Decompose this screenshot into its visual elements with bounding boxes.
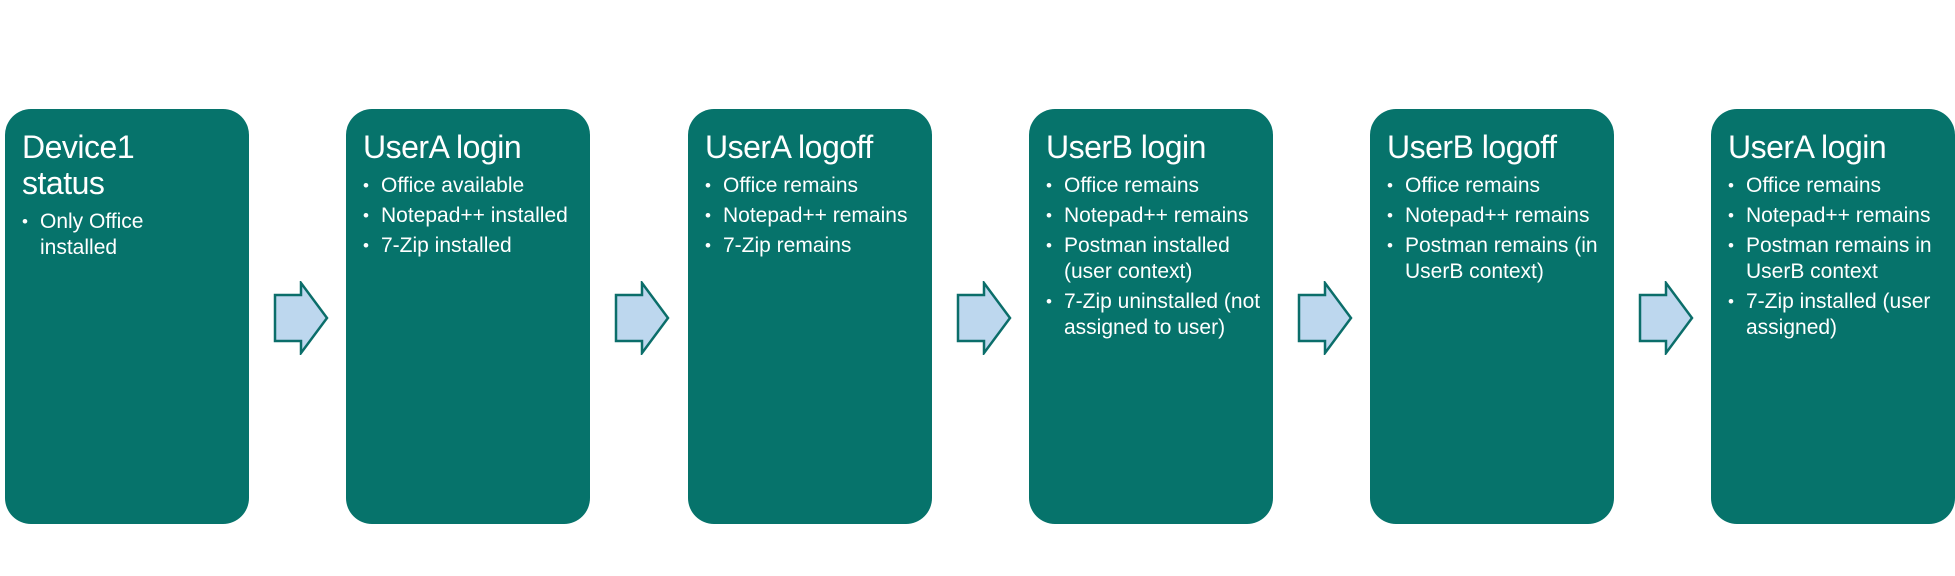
step-title: Device1 status bbox=[22, 129, 135, 201]
step-item: Notepad++ remains bbox=[1728, 203, 1945, 229]
step-items: Office remainsNotepad++ remainsPostman i… bbox=[1046, 173, 1263, 341]
step-item: Only Office installed bbox=[22, 209, 160, 261]
step-box: UserB loginOffice remainsNotepad++ remai… bbox=[1029, 109, 1273, 524]
step-title: UserA logoff bbox=[705, 129, 873, 165]
step-item: Office remains bbox=[705, 173, 922, 199]
step-items: Office remainsNotepad++ remainsPostman r… bbox=[1728, 173, 1945, 341]
step-item: Office remains bbox=[1046, 173, 1263, 199]
step-item: Notepad++ remains bbox=[705, 203, 922, 229]
step-items: Only Office installed bbox=[22, 209, 239, 261]
step-items: Office availableNotepad++ installed 7-Zip… bbox=[363, 173, 580, 259]
step-box: UserA loginOffice remainsNotepad++ remai… bbox=[1711, 109, 1955, 524]
step-item: Office available bbox=[363, 173, 580, 199]
step-item: Notepad++ remains bbox=[1046, 203, 1263, 229]
step-item: Notepad++ installed bbox=[363, 203, 580, 229]
step-item: Notepad++ remains bbox=[1387, 203, 1604, 229]
step-title: UserA login bbox=[363, 129, 522, 165]
step-box: UserA logoffOffice remainsNotepad++ rema… bbox=[688, 109, 932, 524]
arrow-right-icon bbox=[273, 281, 329, 355]
step-box: UserA loginOffice availableNotepad++ ins… bbox=[346, 109, 590, 524]
step-items: Office remainsNotepad++ remainsPostman r… bbox=[1387, 173, 1604, 285]
step-item: 7-Zip remains bbox=[705, 233, 922, 259]
step-item: Office remains bbox=[1387, 173, 1604, 199]
step-item: Office remains bbox=[1728, 173, 1945, 199]
step-item: Postman installed (user context) bbox=[1046, 233, 1263, 285]
step-item: 7-Zip installed bbox=[363, 233, 580, 259]
step-item: 7-Zip uninstalled (not assigned to user) bbox=[1046, 289, 1263, 341]
step-title: UserA login bbox=[1728, 129, 1887, 165]
step-items: Office remainsNotepad++ remains 7-Zip rem… bbox=[705, 173, 922, 259]
arrow-right-icon bbox=[1297, 281, 1353, 355]
arrow-right-icon bbox=[614, 281, 670, 355]
step-title: UserB login bbox=[1046, 129, 1206, 165]
step-box: Device1 statusOnly Office installed bbox=[5, 109, 249, 524]
step-item: Postman remains in UserB context bbox=[1728, 233, 1945, 285]
step-item: Postman remains (in UserB context) bbox=[1387, 233, 1604, 285]
step-item: 7-Zip installed (user assigned) bbox=[1728, 289, 1945, 341]
step-box: UserB logoffOffice remainsNotepad++ rema… bbox=[1370, 109, 1614, 524]
arrow-right-icon bbox=[956, 281, 1012, 355]
step-title: UserB logoff bbox=[1387, 129, 1557, 165]
arrow-right-icon bbox=[1638, 281, 1694, 355]
